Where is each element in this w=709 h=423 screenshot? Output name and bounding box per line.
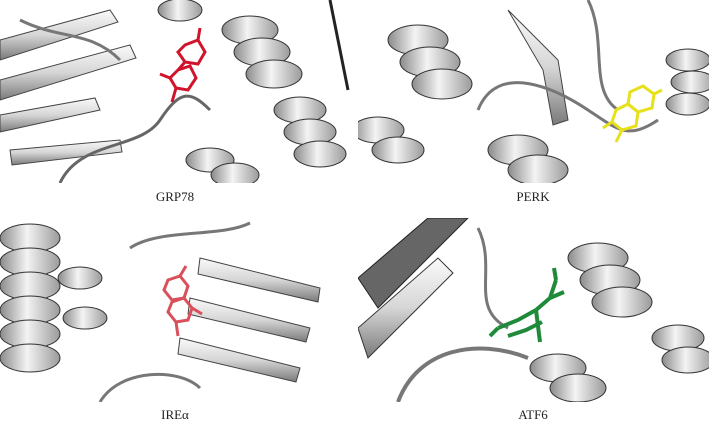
panel-label-atf6: ATF6 xyxy=(518,407,548,422)
ligand-molecule xyxy=(159,27,207,103)
panel-label-irea: IREα xyxy=(161,407,189,422)
panel-label-grp78: GRP78 xyxy=(155,189,195,204)
grp78-structure-panel xyxy=(0,0,350,183)
ligand-molecule xyxy=(488,267,565,343)
irea-structure-panel xyxy=(0,218,350,402)
perk-structure-panel xyxy=(358,0,709,183)
ligand-molecule xyxy=(162,265,203,337)
atf6-structure-panel xyxy=(358,218,709,402)
ligand-molecule xyxy=(602,84,663,143)
panel-label-perk: PERK xyxy=(516,189,550,204)
